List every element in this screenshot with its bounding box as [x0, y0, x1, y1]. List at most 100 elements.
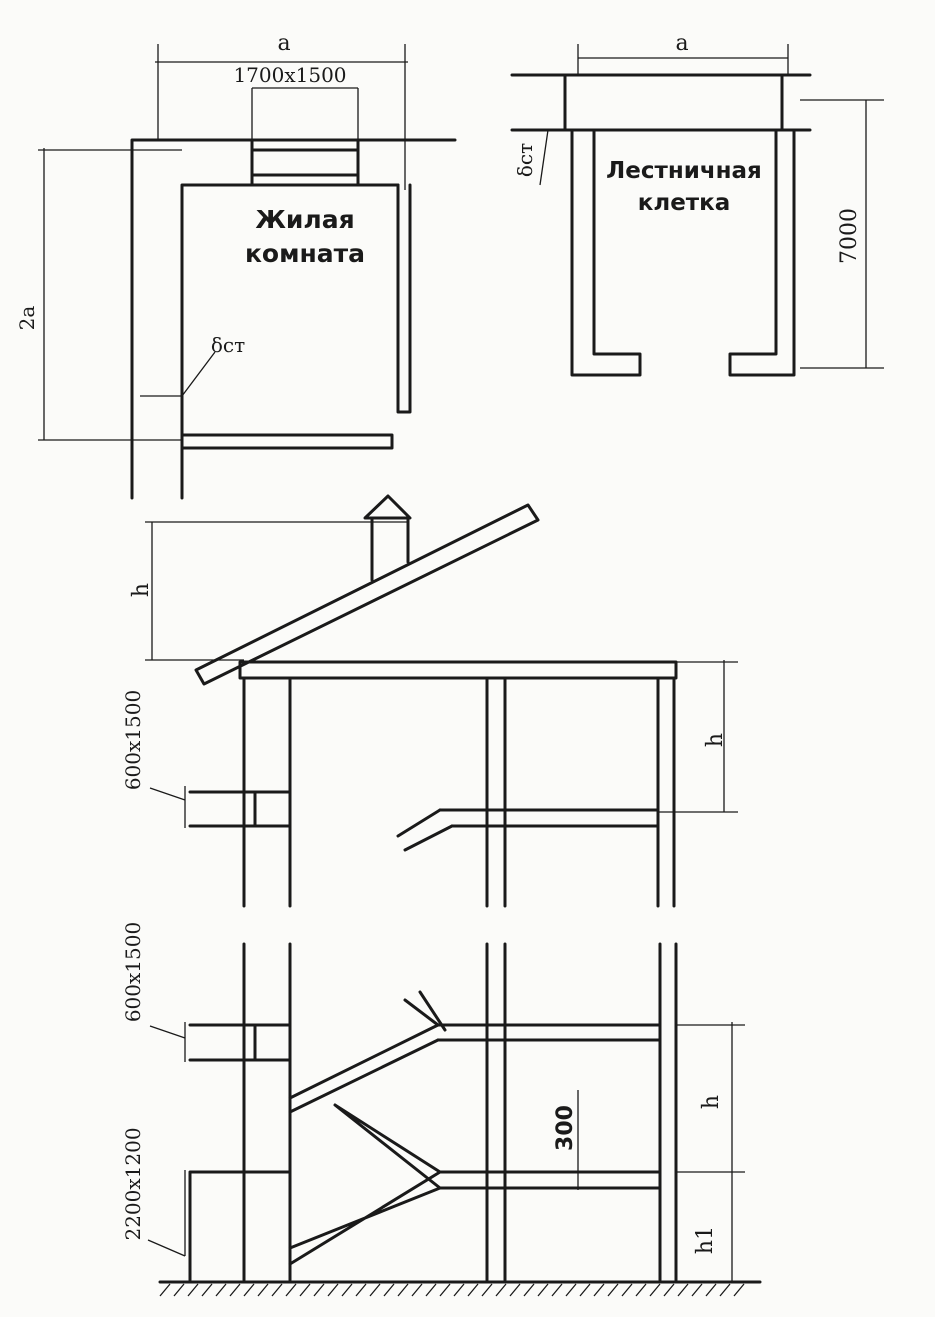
lower-window-upper: [188, 1023, 292, 1062]
stair-cell-height-dim: [800, 99, 884, 369]
ground-hatch: [285, 1283, 297, 1297]
upper-section: h h 600x1500: [121, 494, 738, 908]
ground-hatch: [509, 1283, 521, 1297]
lower-section: h h1 300 600x1500 2200x1200: [121, 922, 762, 1297]
stair-cell-width-dim: [577, 44, 789, 75]
upper-right-column: [656, 676, 676, 908]
ground-hatch: [201, 1283, 213, 1297]
lower-window-upper-dim: [149, 1022, 186, 1062]
stair-cell-wall-leader: [539, 129, 572, 186]
stair-cell-right-wall: [728, 128, 796, 377]
ground-hatch: [383, 1283, 395, 1297]
upper-floor-height-label: h: [703, 733, 728, 747]
ceiling-slab: [238, 660, 678, 680]
living-room-window: [250, 138, 360, 187]
living-room-width-label: a: [277, 31, 290, 56]
ground-hatch: [551, 1283, 563, 1297]
ground-hatch: [299, 1283, 311, 1297]
living-room-wall-thickness: δст: [211, 333, 245, 357]
ground-hatch: [691, 1283, 703, 1297]
lower-middle-column: [485, 942, 507, 1282]
upper-floor-slab: [438, 808, 660, 828]
chimney: [363, 494, 412, 582]
lower-window-lower-dim: [147, 1170, 186, 1257]
living-room-width-dim: [155, 44, 408, 190]
lower-outer-wall: [242, 942, 292, 1282]
ground-hatch: [341, 1283, 353, 1297]
lower-stair-flights: [288, 1023, 442, 1266]
living-room-height-label: 2a: [15, 306, 39, 331]
slab-thickness-label: 300: [553, 1105, 578, 1151]
living-room-label-2: комната: [245, 239, 365, 268]
ground-hatch: [607, 1283, 619, 1297]
ground-hatch: [243, 1283, 255, 1297]
ground-hatch: [593, 1283, 605, 1297]
ground-hatch: [257, 1283, 269, 1297]
upper-floor-height-dim: [658, 660, 738, 813]
ground-hatch: [705, 1283, 717, 1297]
living-room-right-partition: [396, 183, 412, 414]
lower-window-lower-label: 2200x1200: [121, 1127, 145, 1240]
living-room-bottom-partition: [180, 433, 394, 450]
ground-hatch: [313, 1283, 325, 1297]
ground-hatch: [327, 1283, 339, 1297]
ground-hatch: [173, 1283, 185, 1297]
living-room-outer-wall: [130, 138, 457, 500]
upper-window-dim: [149, 786, 186, 828]
ground-hatch: [355, 1283, 367, 1297]
ground-hatch: [369, 1283, 381, 1297]
ground-hatch: [495, 1283, 507, 1297]
ground-hatch: [663, 1283, 675, 1297]
lower-floor-height-label: h: [699, 1095, 724, 1109]
stair-cell-outer-wall: [510, 73, 812, 132]
ground-hatch: [453, 1283, 465, 1297]
ground-hatch: [425, 1283, 437, 1297]
stair-cell-plan: a 7000 δст Лестничная клетка: [510, 31, 884, 377]
upper-middle-column: [485, 676, 507, 908]
ground-hatch: [733, 1283, 745, 1297]
roof-slope: [194, 503, 540, 686]
ground-hatch: [635, 1283, 647, 1297]
stair-cell-wall-thickness: δст: [513, 143, 537, 177]
ground-hatch: [397, 1283, 409, 1297]
living-room-window-dim: [251, 87, 359, 140]
ground-hatch: [649, 1283, 661, 1297]
upper-window-label: 600x1500: [121, 690, 145, 790]
ground-hatch: [481, 1283, 493, 1297]
lower-top-stair: [403, 990, 447, 1032]
ground-hatch: [537, 1283, 549, 1297]
living-room-height-dim: [38, 148, 182, 441]
ground-hatch: [467, 1283, 479, 1297]
ground-hatch: [159, 1283, 171, 1297]
living-room-window-label: 1700x1500: [233, 63, 346, 87]
upper-stair-flight: [396, 808, 454, 852]
ground-hatching: [159, 1283, 745, 1297]
ground-hatch: [719, 1283, 731, 1297]
ground-hatch: [439, 1283, 451, 1297]
stair-cell-label-2: клетка: [638, 190, 731, 216]
lower-window-upper-label: 600x1500: [121, 922, 145, 1022]
roof-height-dim: [145, 521, 408, 661]
ground-hatch: [229, 1283, 241, 1297]
stair-cell-width-label: a: [675, 31, 688, 56]
upper-window: [188, 790, 292, 828]
ground-hatch: [677, 1283, 689, 1297]
stair-cell-left-wall: [570, 128, 642, 377]
ground-hatch: [411, 1283, 423, 1297]
lower-right-column: [658, 942, 678, 1282]
lower-floor-slab: [438, 1170, 662, 1190]
living-room-label-1: Жилая: [255, 205, 354, 234]
stair-cell-label-1: Лестничная: [606, 158, 762, 184]
ground-hatch: [565, 1283, 577, 1297]
ground-hatch: [523, 1283, 535, 1297]
ground-hatch: [187, 1283, 199, 1297]
ground-hatch: [215, 1283, 227, 1297]
lower-floor-height-dim: [676, 1022, 745, 1173]
ground-hatch: [621, 1283, 633, 1297]
lower-ground-height-label: h1: [693, 1226, 718, 1254]
ground-hatch: [579, 1283, 591, 1297]
ground-hatch: [271, 1283, 283, 1297]
living-room-plan: a 1700x1500 2a δст Жилая комната: [15, 31, 457, 500]
